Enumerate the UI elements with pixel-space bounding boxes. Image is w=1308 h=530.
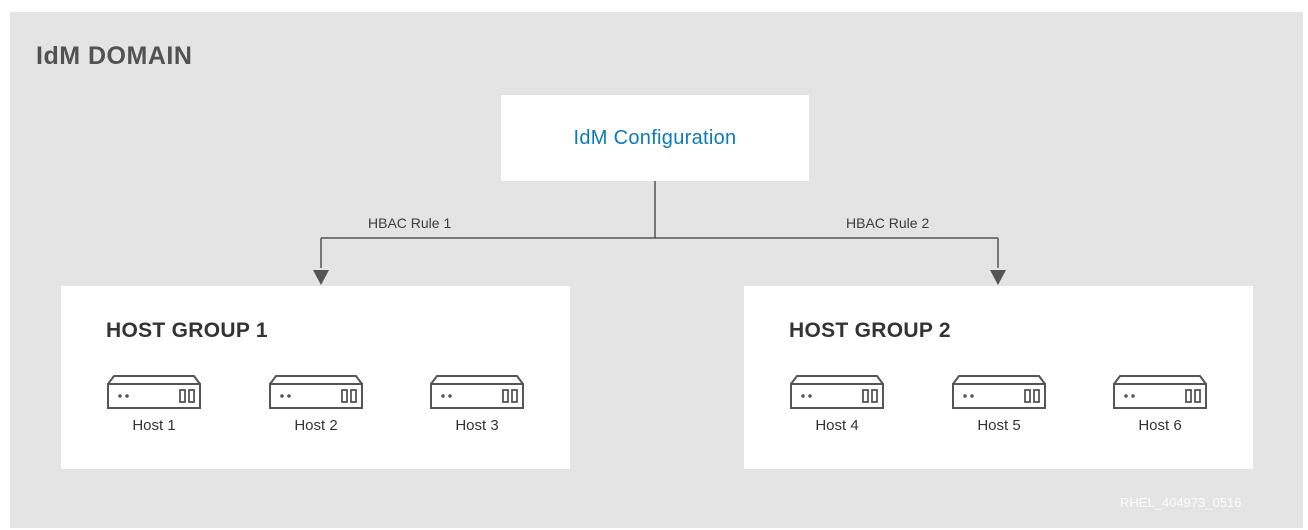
server-icon — [107, 375, 201, 409]
host-5: Host 5 — [939, 375, 1059, 434]
server-icon — [790, 375, 884, 409]
server-icon — [952, 375, 1046, 409]
hbac-rule-1-label: HBAC Rule 1 — [368, 215, 452, 231]
host-label: Host 3 — [455, 417, 499, 434]
host-3: Host 3 — [417, 375, 537, 434]
host-label: Host 5 — [977, 417, 1021, 434]
host-4: Host 4 — [777, 375, 897, 434]
host-1: Host 1 — [94, 375, 214, 434]
host-label: Host 2 — [294, 417, 338, 434]
host-group-2: HOST GROUP 2 Host 4 Host 5 — [744, 286, 1253, 469]
rule-1-arrowhead — [313, 270, 329, 285]
host-label: Host 4 — [815, 417, 859, 434]
hbac-rule-2-label: HBAC Rule 2 — [846, 215, 930, 231]
host-label: Host 6 — [1138, 417, 1182, 434]
domain-title: IdM DOMAIN — [36, 42, 193, 70]
host-label: Host 1 — [132, 417, 176, 434]
host-6: Host 6 — [1100, 375, 1220, 434]
host-group-1: HOST GROUP 1 Host 1 Host 2 — [61, 286, 570, 469]
server-icon — [430, 375, 524, 409]
idm-configuration-box: IdM Configuration — [501, 95, 809, 181]
host-group-1-title: HOST GROUP 1 — [106, 319, 268, 342]
rule-2-arrowhead — [990, 270, 1006, 285]
server-icon — [1113, 375, 1207, 409]
idm-configuration-label: IdM Configuration — [573, 126, 737, 149]
server-icon — [269, 375, 363, 409]
host-2: Host 2 — [256, 375, 376, 434]
figure-id-watermark: RHEL_404973_0516 — [1120, 495, 1242, 510]
host-group-2-title: HOST GROUP 2 — [789, 319, 951, 342]
